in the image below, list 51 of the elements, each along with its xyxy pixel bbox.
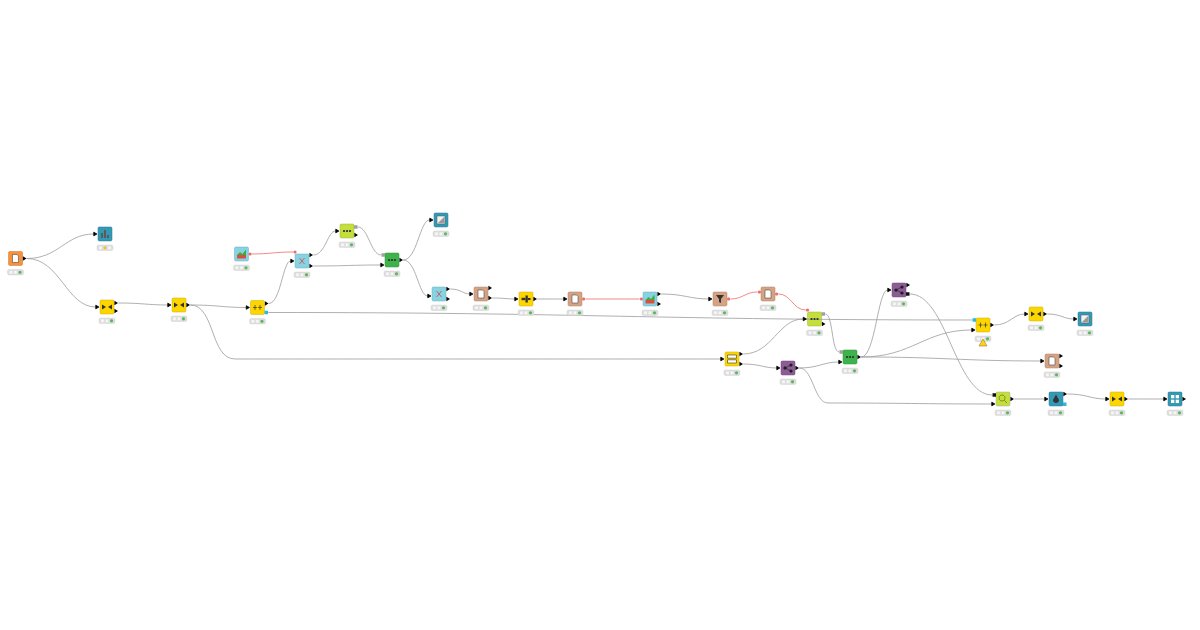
node-box	[293, 250, 313, 269]
arrow	[860, 356, 1045, 364]
connector	[778, 293, 807, 311]
node-box	[339, 223, 358, 239]
node-box	[972, 317, 994, 333]
arrow	[1127, 396, 1168, 402]
node-box	[250, 300, 269, 315]
node-box	[171, 297, 190, 313]
node-box	[381, 252, 403, 268]
arrow	[1066, 393, 1110, 402]
arrow	[798, 367, 996, 407]
arrow	[189, 304, 725, 362]
arrow	[660, 293, 713, 302]
connector	[585, 298, 640, 300]
arrow	[312, 262, 385, 268]
arrow	[742, 316, 807, 355]
node-box	[1167, 391, 1186, 407]
node-box	[1028, 306, 1047, 322]
arrow	[1013, 396, 1049, 402]
node-box	[518, 291, 537, 307]
arrow	[26, 258, 100, 310]
arrow	[268, 258, 295, 304]
node-box	[639, 291, 661, 307]
node-box	[891, 282, 910, 298]
arrow	[117, 302, 172, 308]
node-box	[992, 391, 1014, 407]
connector	[824, 313, 840, 353]
connector	[267, 312, 973, 321]
arrow	[402, 217, 434, 261]
arrow	[993, 311, 1029, 326]
node-box	[431, 286, 450, 302]
arrow	[491, 296, 519, 302]
node-box	[99, 299, 118, 315]
node-box	[839, 349, 861, 365]
connector	[357, 226, 382, 256]
arrow	[798, 359, 843, 369]
arrow	[536, 296, 568, 302]
arrow	[402, 259, 432, 299]
node-box	[1109, 391, 1128, 407]
node-box	[712, 291, 731, 307]
arrow	[312, 228, 340, 256]
node-box	[1048, 391, 1067, 407]
arrow	[189, 304, 250, 310]
arrow	[449, 288, 474, 297]
arrow	[742, 363, 781, 371]
arrow	[1046, 313, 1078, 322]
connector	[251, 251, 294, 255]
node-box	[805, 308, 826, 327]
connector	[730, 291, 758, 300]
connector	[909, 293, 993, 396]
node-box	[780, 360, 799, 376]
